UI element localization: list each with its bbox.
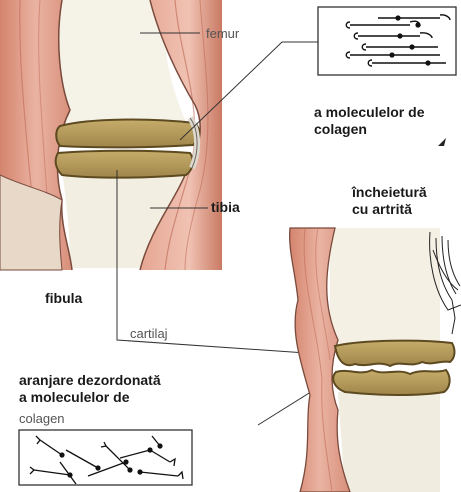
healthy-knee — [0, 0, 222, 270]
femur-label: femur — [206, 25, 239, 42]
lower-cartilage — [56, 151, 193, 178]
arthritic-upper-cartilage — [335, 341, 454, 366]
disordered-collagen-label-cont: colagen — [19, 410, 65, 427]
disordered-collagen-box — [19, 430, 192, 485]
arthritic-tibia-bone — [338, 392, 440, 492]
arrow-glyph — [438, 138, 446, 146]
cartilage-label: cartilaj — [130, 325, 168, 342]
ordered-collagen-box — [318, 7, 456, 75]
upper-cartilage — [56, 120, 199, 148]
tibia-label: tibia — [211, 199, 240, 216]
arthritic-knee — [290, 228, 461, 492]
fibula-label: fibula — [45, 290, 82, 307]
arthritic-femur-bone — [330, 228, 440, 350]
arthritic-joint-label: încheietură cu artrită — [352, 184, 427, 218]
disordered-collagen-label: aranjare dezordonată a moleculelor de — [19, 372, 161, 406]
arthritic-lower-cartilage — [333, 370, 449, 395]
ordered-collagen-label: a moleculelor de colagen — [314, 104, 424, 138]
